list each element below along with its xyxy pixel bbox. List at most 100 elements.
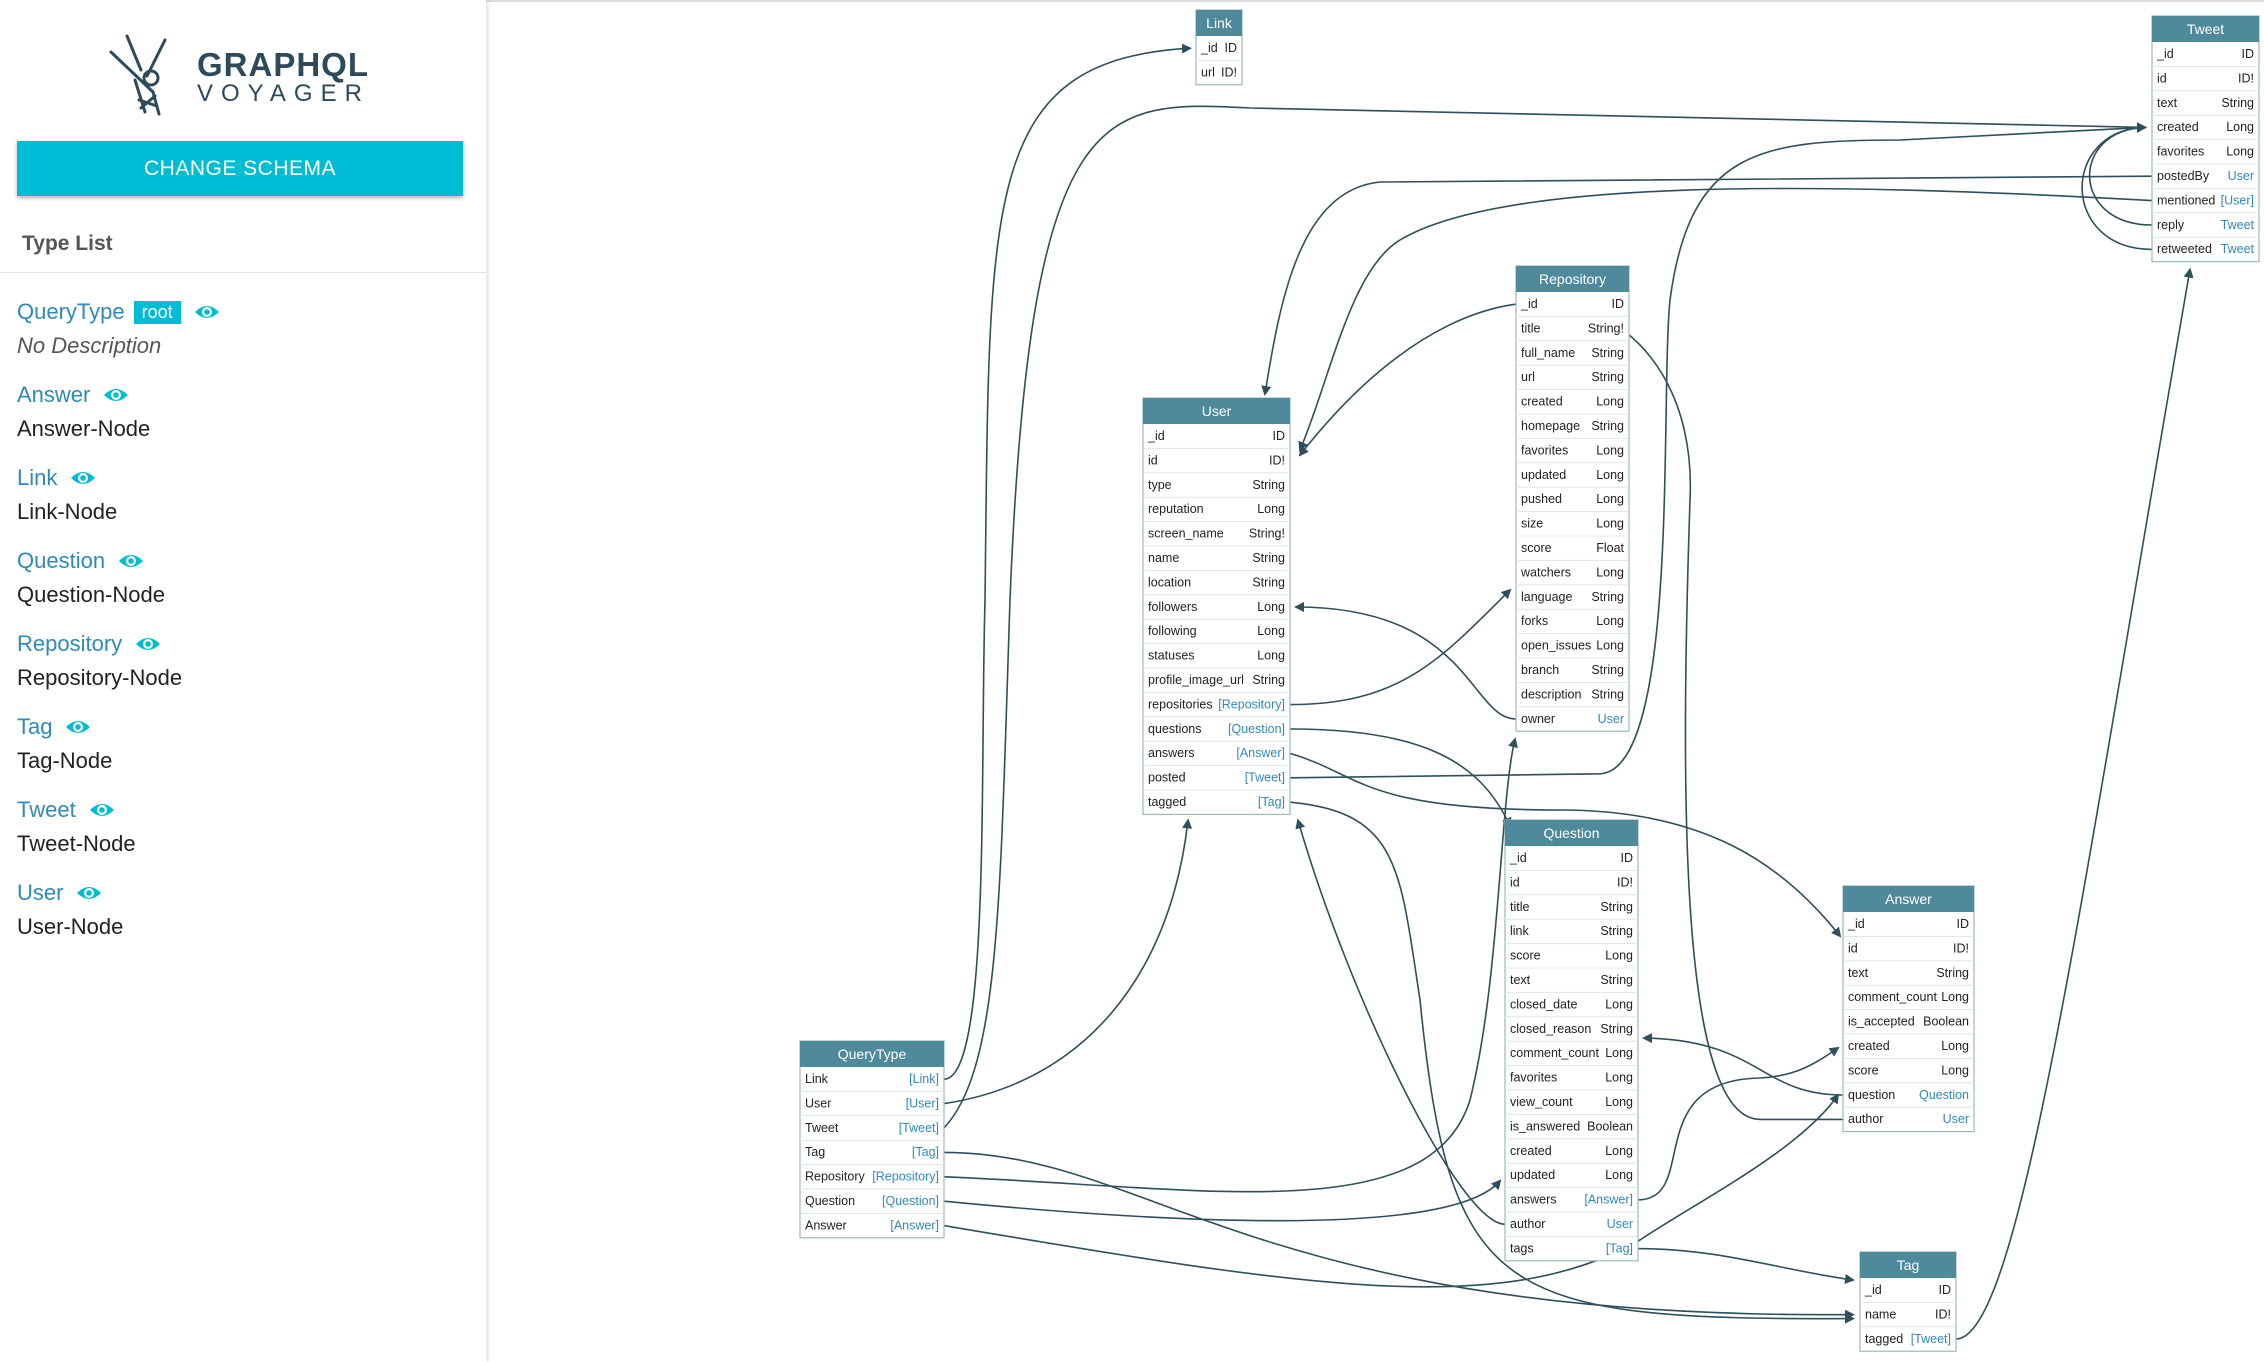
field-row[interactable]: User[User] bbox=[800, 1090, 944, 1110]
type-name-link[interactable]: Repository bbox=[17, 631, 123, 656]
type-node-querytype[interactable]: QueryTypeLink[Link]User[User]Tweet[Tweet… bbox=[799, 1040, 945, 1239]
eye-icon[interactable] bbox=[102, 385, 130, 405]
field-row[interactable]: tagged[Tag] bbox=[1143, 789, 1290, 809]
eye-icon[interactable] bbox=[69, 468, 97, 488]
field-row[interactable]: Question[Question] bbox=[800, 1188, 944, 1208]
type-name-link[interactable]: Answer bbox=[17, 382, 91, 407]
type-name-link[interactable]: Tag bbox=[17, 714, 53, 739]
type-name-link[interactable]: QueryType bbox=[17, 299, 125, 324]
field-row[interactable]: Repository[Repository] bbox=[800, 1164, 944, 1184]
field-row[interactable]: Tweet[Tweet] bbox=[800, 1115, 944, 1135]
field-row[interactable]: Tag[Tag] bbox=[800, 1139, 944, 1159]
eye-icon[interactable] bbox=[88, 800, 116, 820]
field-row[interactable]: Answer[Answer] bbox=[800, 1212, 944, 1232]
type-name-link[interactable]: Tweet bbox=[17, 797, 76, 822]
type-name-link[interactable]: Link bbox=[17, 465, 58, 490]
field-row[interactable]: Link[Link] bbox=[805, 1072, 939, 1086]
eye-icon[interactable] bbox=[75, 883, 103, 903]
eye-icon[interactable] bbox=[134, 634, 162, 654]
field-row[interactable]: tags[Tag] bbox=[1505, 1235, 1638, 1255]
field-row[interactable]: questions[Question] bbox=[1143, 716, 1290, 736]
field-row[interactable]: mentioned[User] bbox=[2152, 187, 2259, 207]
eye-icon[interactable] bbox=[193, 302, 221, 322]
change-schema-button[interactable]: CHANGE SCHEMA bbox=[17, 141, 463, 196]
eye-icon[interactable] bbox=[117, 551, 145, 571]
type-name-link[interactable]: User bbox=[17, 880, 64, 905]
field-row[interactable]: tagged[Tweet] bbox=[1860, 1326, 1956, 1346]
eye-icon[interactable] bbox=[64, 717, 92, 737]
type-name-link[interactable]: Question bbox=[17, 548, 106, 573]
field-row[interactable]: repositories[Repository] bbox=[1143, 691, 1290, 711]
field-row[interactable]: answers[Answer] bbox=[1143, 740, 1290, 760]
field-row[interactable]: answers[Answer] bbox=[1505, 1187, 1638, 1207]
